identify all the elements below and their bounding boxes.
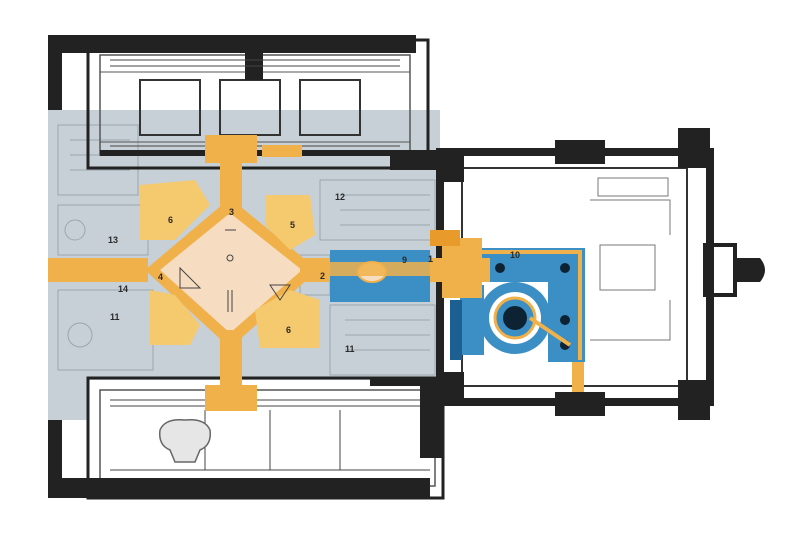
label-12: 12 bbox=[335, 192, 345, 202]
label-11-west: 11 bbox=[110, 312, 120, 322]
label-4: 4 bbox=[158, 272, 163, 282]
south-wing bbox=[48, 376, 445, 500]
central-hall bbox=[48, 135, 490, 411]
caryatid-hall bbox=[158, 418, 212, 463]
north-wing bbox=[48, 35, 440, 170]
label-13: 13 bbox=[108, 235, 118, 245]
east-entrance bbox=[735, 258, 765, 282]
label-14: 14 bbox=[118, 284, 128, 294]
label-9: 9 bbox=[402, 255, 407, 265]
label-10: 10 bbox=[510, 250, 520, 260]
label-1: 1 bbox=[428, 254, 433, 264]
label-2: 2 bbox=[320, 271, 325, 281]
east-wing bbox=[436, 128, 765, 420]
label-3: 3 bbox=[229, 207, 234, 217]
label-6-south: 6 bbox=[286, 325, 291, 335]
room-labels: 1 2 3 4 5 6 6 9 10 11 11 12 13 14 bbox=[108, 192, 520, 354]
label-11-south: 11 bbox=[345, 344, 355, 354]
label-6-north: 6 bbox=[168, 215, 173, 225]
label-5: 5 bbox=[290, 220, 295, 230]
